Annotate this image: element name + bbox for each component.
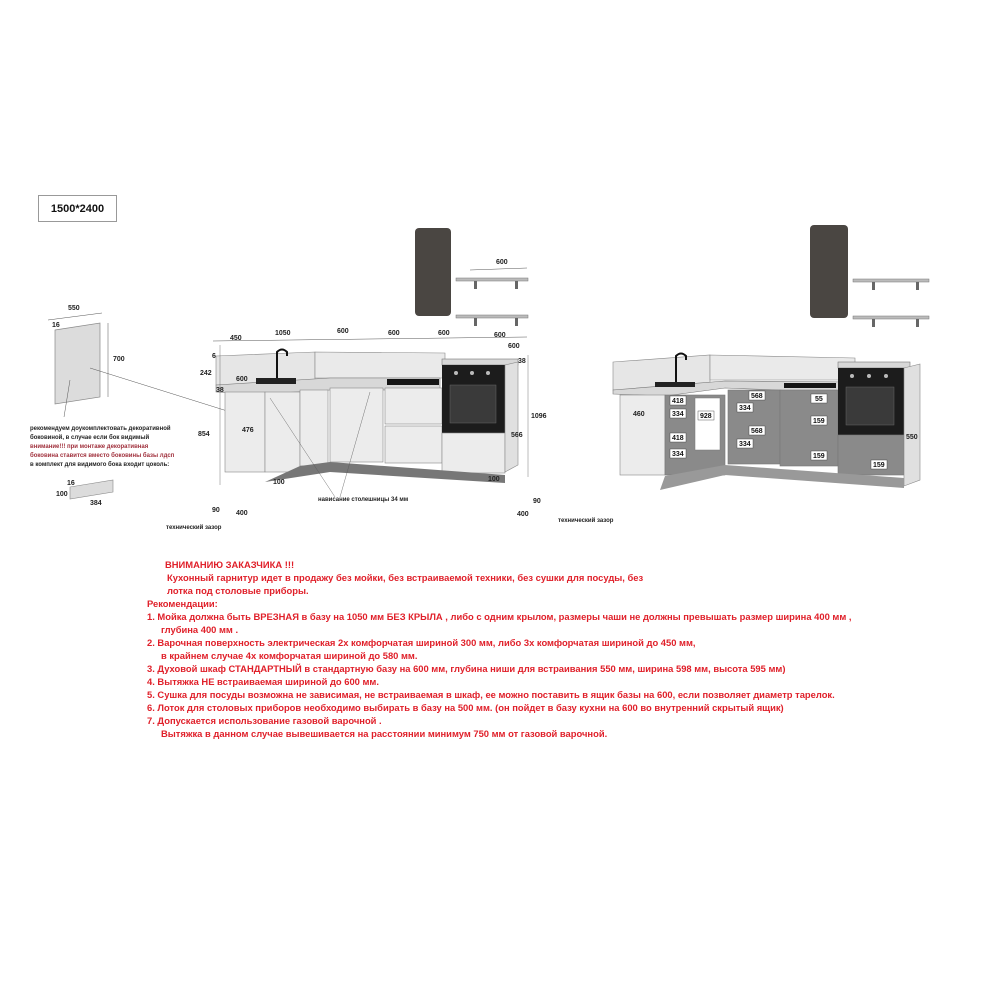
recommendation-item: в крайнем случае 4х комфорчатая шириной … xyxy=(161,650,418,661)
dim: 334 xyxy=(739,405,751,412)
hob xyxy=(387,379,439,385)
dim: 418 xyxy=(672,398,684,405)
dim: 928 xyxy=(700,413,712,420)
shelf xyxy=(455,277,529,289)
dim: 55 xyxy=(815,396,823,403)
hood xyxy=(810,225,848,318)
shelf xyxy=(852,315,930,327)
dim: 100 xyxy=(56,491,68,498)
dim: 90 xyxy=(212,507,220,514)
recommendation-item: Вытяжка в данном случае вывешивается на … xyxy=(161,728,608,739)
notes-intro: лотка под столовые приборы. xyxy=(167,585,309,596)
dim: 1050 xyxy=(275,330,291,337)
dim: 460 xyxy=(633,411,645,418)
dim: 16 xyxy=(52,322,60,329)
gap-label: технический зазор xyxy=(558,517,614,524)
kitchen-open-view: 460 418 334 418 334 928 568 334 568 334 … xyxy=(612,225,930,490)
notes-intro: Кухонный гарнитур идет в продажу без мой… xyxy=(167,572,644,583)
dim: 90 xyxy=(533,498,541,505)
recommendation-item: глубина 400 мм . xyxy=(161,624,239,635)
faucet xyxy=(675,352,687,382)
recommendation-item: 4. Вытяжка НЕ встраиваемая шириной до 60… xyxy=(147,676,379,687)
dim: 550 xyxy=(68,305,80,312)
note-line: боковиной, в случае если бок видимый xyxy=(30,434,149,441)
dim: 450 xyxy=(230,335,242,342)
notes-heading: ВНИМАНИЮ ЗАКАЗЧИКА !!! xyxy=(165,559,295,570)
dim: 242 xyxy=(200,370,212,377)
dim: 600 xyxy=(388,330,400,337)
dim: 600 xyxy=(496,259,508,266)
dim: 100 xyxy=(273,479,285,486)
shelf xyxy=(455,314,529,326)
dim: 550 xyxy=(906,434,918,441)
dim: 566 xyxy=(511,432,523,439)
dim: 600 xyxy=(438,330,450,337)
dim: 600 xyxy=(508,343,520,350)
dim: 400 xyxy=(517,511,529,518)
dim: 159 xyxy=(813,453,825,460)
overhang-label: нависание столешницы 34 мм xyxy=(318,497,409,503)
dim: 100 xyxy=(488,476,500,483)
dim: 334 xyxy=(672,451,684,458)
size-label: 1500*2400 xyxy=(38,195,117,222)
dim: 400 xyxy=(236,510,248,517)
gap-label: технический зазор xyxy=(166,524,222,531)
dim: 16 xyxy=(67,480,75,487)
dim: 476 xyxy=(242,427,254,434)
recommendation-item: 7. Допускается использование газовой вар… xyxy=(147,715,382,726)
decorative-side-panel: 550 16 700 рекомендуем доукомплектовать … xyxy=(30,305,241,507)
hood xyxy=(415,228,451,316)
dim: 334 xyxy=(739,441,751,448)
warning-line: внимание!!! при монтаже декоративная xyxy=(30,444,149,450)
recommendation-item: 3. Духовой шкаф СТАНДАРТНЫЙ в стандартну… xyxy=(147,663,786,674)
recommendation-item: 2. Варочная поверхность электрическая 2х… xyxy=(147,637,696,648)
dim: 600 xyxy=(236,376,248,383)
dim: 334 xyxy=(672,411,684,418)
sink xyxy=(256,378,296,384)
faucet xyxy=(276,348,288,378)
kitchen-front-view: 600 450 1050 600 600 600 600 6 242 xyxy=(166,228,614,531)
note-line: рекомендуем доукомплектовать декоративно… xyxy=(30,425,171,432)
dim: 418 xyxy=(672,435,684,442)
dim: 600 xyxy=(337,328,349,335)
recommendations-title: Рекомендации: xyxy=(147,598,218,609)
dim: 600 xyxy=(494,332,506,339)
dim: 700 xyxy=(113,356,125,363)
plinth-note: в комплект для видимого бока входит цоко… xyxy=(30,461,169,468)
recommendation-item: 5. Сушка для посуды возможна не зависима… xyxy=(147,689,835,700)
dim: 1096 xyxy=(531,413,547,420)
dim: 384 xyxy=(90,500,102,507)
warning-line: боковина ставится вместо боковины базы л… xyxy=(30,452,175,459)
dim: 6 xyxy=(212,353,216,360)
customer-notes: ВНИМАНИЮ ЗАКАЗЧИКА !!! Кухонный гарнитур… xyxy=(147,558,867,740)
dim: 159 xyxy=(873,462,885,469)
recommendation-item: 6. Лоток для столовых приборов необходим… xyxy=(147,702,784,713)
shelf xyxy=(852,278,930,290)
dim: 38 xyxy=(518,358,526,365)
dim: 568 xyxy=(751,393,763,400)
dim: 568 xyxy=(751,428,763,435)
dim: 854 xyxy=(198,431,210,438)
recommendation-item: 1. Мойка должна быть ВРЕЗНАЯ в базу на 1… xyxy=(147,611,852,622)
dim: 159 xyxy=(813,418,825,425)
